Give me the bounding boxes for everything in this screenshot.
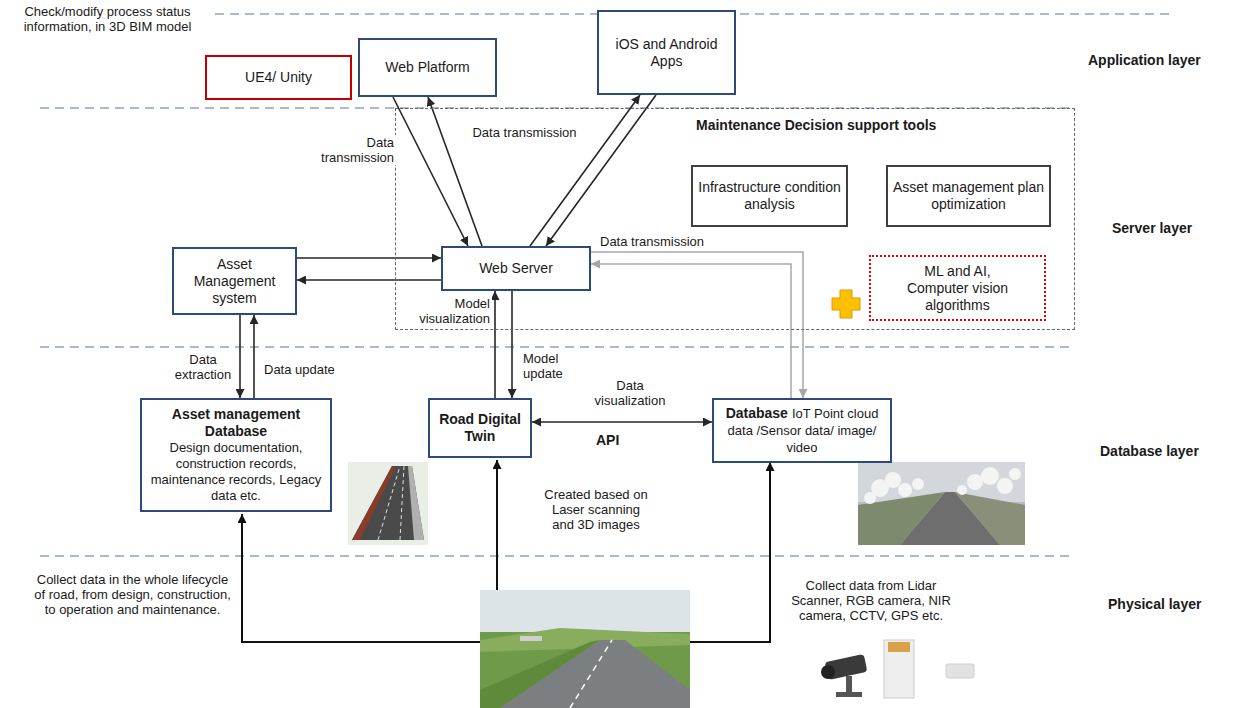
note-label: Check/modify process status information,… bbox=[5, 4, 210, 34]
note-label: Collect data from Lidar Scanner, RGB cam… bbox=[782, 578, 960, 623]
box-title: Web Server bbox=[479, 260, 553, 277]
box-title: Database bbox=[726, 405, 788, 421]
layer-label: Application layer bbox=[1088, 52, 1201, 69]
edge-label: Data extraction bbox=[168, 352, 238, 382]
connector-arrow bbox=[253, 315, 255, 398]
box-title: Asset Management system bbox=[179, 256, 290, 307]
layer-label: Database layer bbox=[1100, 443, 1199, 460]
edge-label: Data transmission bbox=[470, 125, 579, 140]
road-model-image bbox=[348, 462, 428, 545]
box-title: Maintenance Decision support tools bbox=[696, 117, 936, 134]
connector-arrow bbox=[297, 279, 441, 281]
connector-arrow bbox=[428, 97, 482, 246]
algorithm-box: ML and AI, Computer vision algorithms bbox=[869, 255, 1046, 321]
edge-label: Model update bbox=[521, 351, 577, 381]
layer-label: Physical layer bbox=[1108, 596, 1201, 613]
point-cloud-image bbox=[858, 462, 1025, 545]
box-body: Design documentation, construction recor… bbox=[148, 440, 324, 504]
connector-arrow bbox=[546, 95, 656, 246]
connector-arrow bbox=[532, 421, 712, 423]
box-title: UE4/ Unity bbox=[245, 69, 312, 86]
database-box: Asset management DatabaseDesign document… bbox=[140, 398, 332, 512]
tool-box: Infrastructure condition analysis bbox=[691, 165, 848, 227]
tool-group: Maintenance Decision support toolsInfras… bbox=[395, 108, 1075, 330]
tool-box: Asset management plan optimization bbox=[886, 165, 1051, 227]
connector-arrow bbox=[239, 315, 241, 398]
application-box: UE4/ Unity bbox=[205, 55, 352, 100]
connector-arrow bbox=[494, 291, 496, 398]
connector-arrow bbox=[297, 257, 441, 259]
server-box: Web Server bbox=[441, 246, 591, 291]
edge-label: Data transmission bbox=[298, 135, 396, 165]
road-photo bbox=[480, 590, 690, 708]
box-title: Infrastructure condition analysis bbox=[698, 179, 841, 213]
connector-arrow bbox=[393, 97, 468, 246]
box-title: Asset management plan optimization bbox=[893, 179, 1044, 213]
application-box: iOS and Android Apps bbox=[597, 10, 736, 95]
database-box: DatabaseIoT Point cloud data /Sensor dat… bbox=[712, 398, 892, 463]
box-title: iOS and Android Apps bbox=[604, 36, 729, 70]
edge-label: Data transmission bbox=[598, 234, 714, 249]
edge-label: Data visualization bbox=[582, 378, 678, 408]
layer-divider bbox=[40, 14, 1170, 556]
note-label: Collect data in the whole lifecycle of r… bbox=[30, 572, 235, 617]
layer-label: Server layer bbox=[1112, 220, 1192, 237]
api-label: API bbox=[596, 432, 619, 449]
edge-label: Model visualization bbox=[402, 296, 492, 326]
box-title: Web Platform bbox=[385, 59, 470, 76]
box-title: Road Digital Twin bbox=[435, 411, 525, 445]
connector-arrow bbox=[511, 291, 513, 398]
plus-symbol bbox=[832, 290, 860, 318]
box-title: Asset management Database bbox=[148, 406, 324, 440]
application-box: Web Platform bbox=[358, 38, 497, 97]
connector-arrow bbox=[530, 95, 640, 246]
system-box: Asset Management system bbox=[172, 247, 297, 315]
connector-arrow bbox=[591, 264, 791, 398]
connector-arrow bbox=[591, 252, 803, 398]
edge-label: Data update bbox=[262, 362, 356, 377]
note-label: Created based on Laser scanning and 3D i… bbox=[540, 487, 652, 532]
sensor-devices bbox=[821, 640, 974, 698]
digital-twin-box: Road Digital Twin bbox=[428, 398, 532, 458]
box-title: ML and AI, Computer vision algorithms bbox=[893, 263, 1022, 314]
